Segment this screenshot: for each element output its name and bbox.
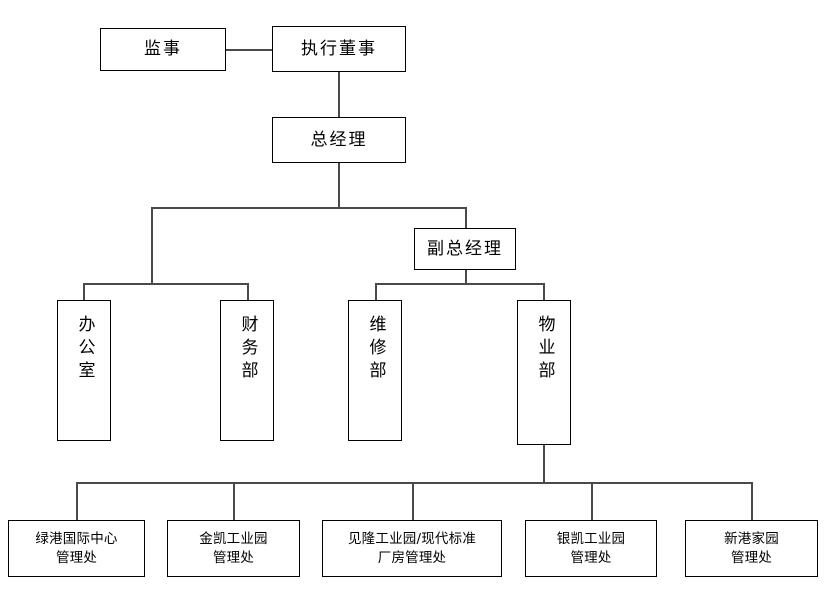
connector-gm-drop xyxy=(338,163,340,208)
connector-office-drop xyxy=(83,283,85,300)
node-executive-director[interactable]: 执行董事 xyxy=(272,26,406,72)
node-deputy-general-manager-label: 副总经理 xyxy=(427,238,503,259)
node-xingang-homeland[interactable]: 新港家园 管理处 xyxy=(685,520,818,577)
node-lvgang-center-label: 绿港国际中心 管理处 xyxy=(35,531,118,566)
node-xingang-homeland-label: 新港家园 管理处 xyxy=(724,531,779,566)
node-office[interactable]: 办公室 xyxy=(57,300,111,441)
node-yinkai-industrial-park-label: 银凯工业园 管理处 xyxy=(556,531,626,566)
node-jinkai-industrial-park[interactable]: 金凯工业园 管理处 xyxy=(167,520,300,577)
connector-left-branch-bus xyxy=(83,283,248,285)
connector-supervisor-to-director xyxy=(226,49,272,51)
node-general-manager-label: 总经理 xyxy=(310,129,368,150)
connector-dgm-drop xyxy=(465,270,467,283)
connector-leaf-drop-3 xyxy=(412,482,414,520)
node-yinkai-industrial-park[interactable]: 银凯工业园 管理处 xyxy=(525,520,657,577)
connector-gm-bus-right-drop xyxy=(465,207,467,228)
connector-gm-bus-left-drop xyxy=(151,207,153,283)
node-executive-director-label: 执行董事 xyxy=(301,38,377,59)
connector-property-bottom-drop xyxy=(543,445,545,482)
node-maintenance-dept[interactable]: 维修部 xyxy=(348,300,402,441)
node-lvgang-center[interactable]: 绿港国际中心 管理处 xyxy=(8,520,145,577)
node-office-label: 办公室 xyxy=(74,315,95,384)
connector-director-to-gm xyxy=(338,72,340,117)
connector-gm-bus xyxy=(151,207,465,209)
node-maintenance-dept-label: 维修部 xyxy=(365,315,386,384)
connector-leaf-bus xyxy=(76,482,752,484)
connector-finance-drop xyxy=(247,283,249,300)
node-property-dept-label: 物业部 xyxy=(534,315,555,384)
connector-leaf-drop-5 xyxy=(751,482,753,520)
node-supervisor[interactable]: 监事 xyxy=(100,28,226,71)
connector-right-branch-bus xyxy=(375,283,544,285)
node-finance-dept[interactable]: 财务部 xyxy=(220,300,274,441)
node-supervisor-label: 监事 xyxy=(144,39,182,60)
node-deputy-general-manager[interactable]: 副总经理 xyxy=(414,228,516,270)
node-property-dept[interactable]: 物业部 xyxy=(517,300,571,445)
node-jinkai-industrial-park-label: 金凯工业园 管理处 xyxy=(199,531,268,566)
connector-maintenance-drop xyxy=(375,283,377,300)
connector-leaf-drop-1 xyxy=(76,482,78,520)
connector-leaf-drop-2 xyxy=(233,482,235,520)
connector-property-drop xyxy=(543,283,545,300)
node-jianlong-industrial-park[interactable]: 见隆工业园/现代标准 厂房管理处 xyxy=(322,520,502,577)
connector-leaf-drop-4 xyxy=(591,482,593,520)
node-general-manager[interactable]: 总经理 xyxy=(272,117,406,163)
node-jianlong-industrial-park-label: 见隆工业园/现代标准 厂房管理处 xyxy=(347,531,477,566)
node-finance-dept-label: 财务部 xyxy=(237,315,258,384)
